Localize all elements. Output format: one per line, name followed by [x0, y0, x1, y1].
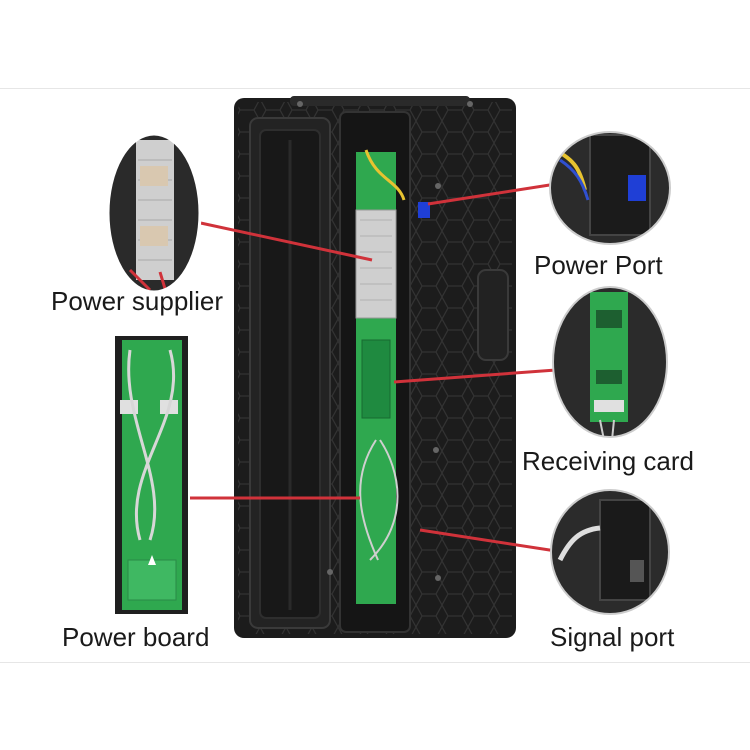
receiving-card-photo: [552, 286, 668, 438]
label-power-port: Power Port: [534, 250, 663, 280]
power-supply-photo: [106, 132, 202, 294]
bottom-divider: [0, 662, 750, 663]
label-signal-port: Signal port: [550, 622, 675, 652]
power-port-photo: [549, 131, 671, 245]
callout-lines: [190, 182, 557, 553]
cabinet: [234, 96, 516, 638]
power-board-photo: [115, 336, 188, 614]
label-power-supplier: Power supplier: [51, 286, 223, 316]
signal-port-photo: [550, 489, 670, 615]
top-divider: [0, 88, 750, 89]
label-power-board: Power board: [62, 622, 210, 652]
label-receiving-card: Receiving card: [522, 446, 694, 476]
